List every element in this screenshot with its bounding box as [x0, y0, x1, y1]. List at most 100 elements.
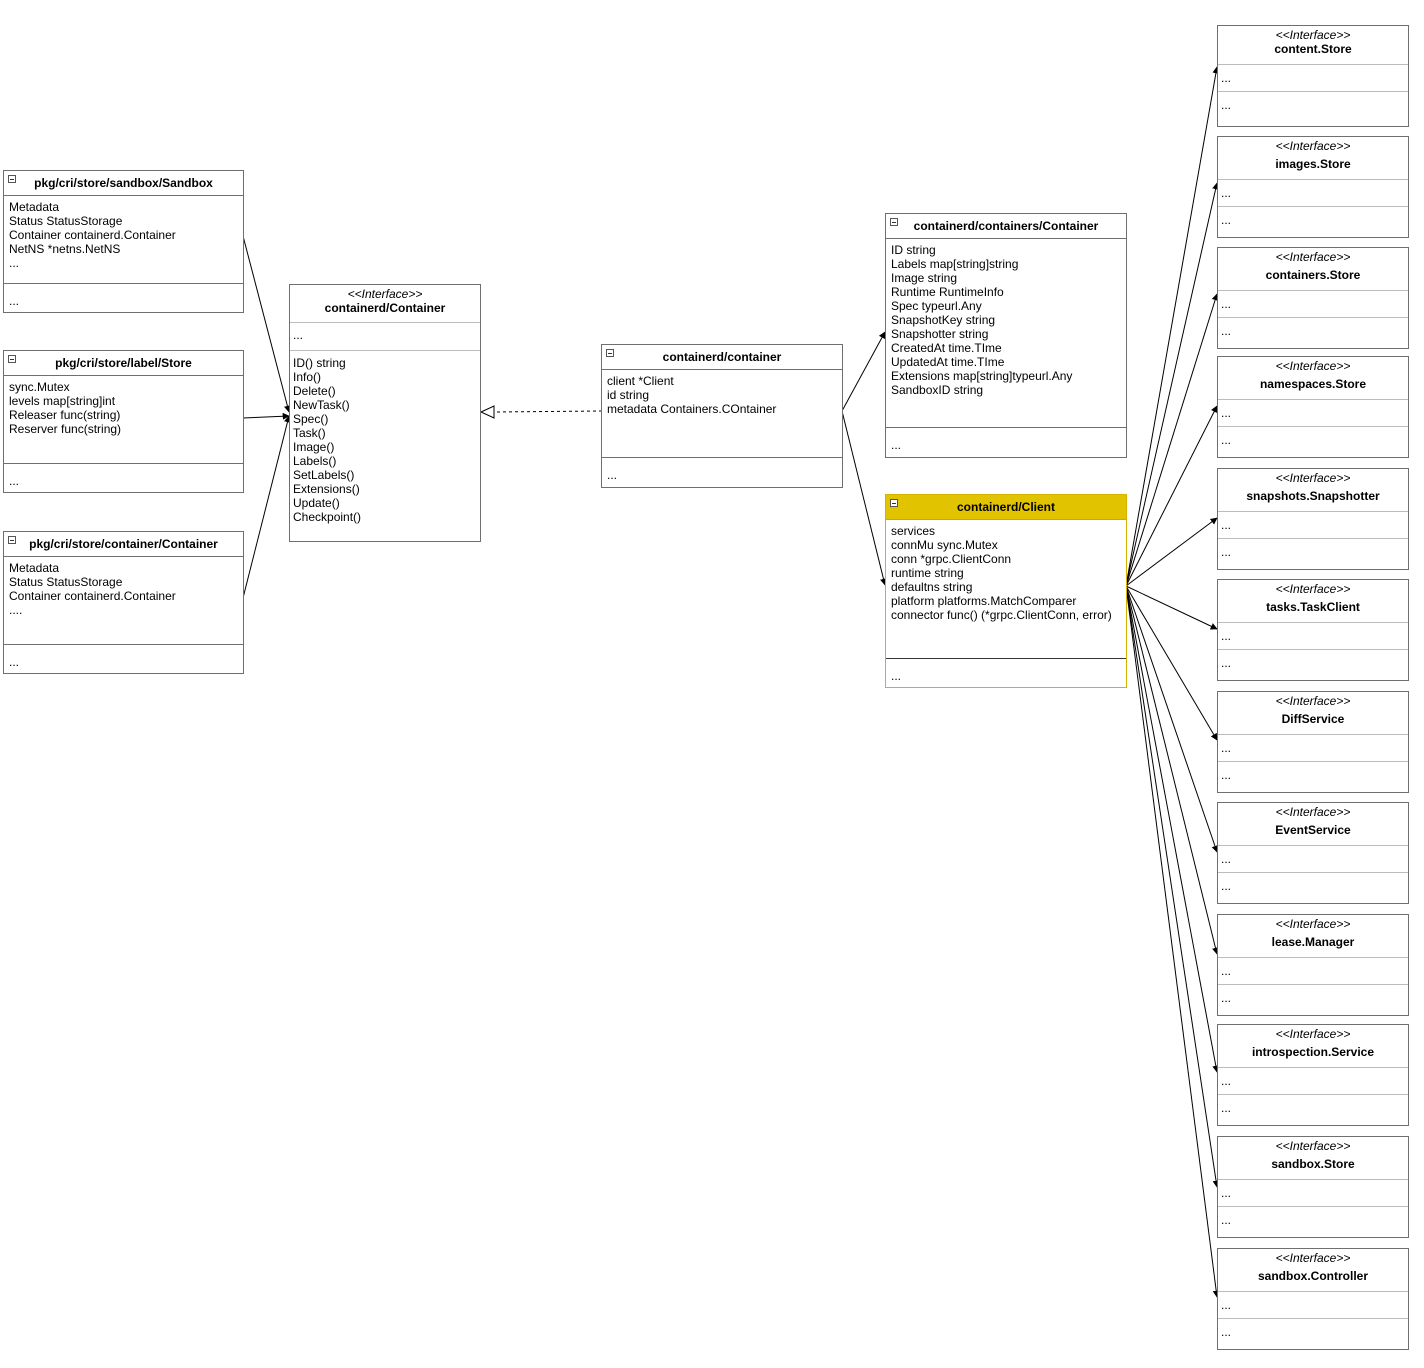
operations-section: ...	[1221, 879, 1232, 893]
sandbox-class-attributes: Metadata Status StatusStorage Container …	[4, 196, 243, 283]
collapse-icon[interactable]	[890, 499, 898, 507]
attribute: Status StatusStorage	[9, 575, 123, 589]
interface-header: <<Interface>> sandbox.Store	[1218, 1137, 1408, 1180]
interface-header: <<Interface>>snapshots.Snapshotter	[1218, 469, 1408, 512]
interface-header: <<Interface>> namespaces.Store	[1218, 357, 1408, 400]
operation: Checkpoint()	[293, 510, 362, 524]
operations-section: ...	[1221, 98, 1232, 112]
interface-header: <<Interface>>tasks.TaskClient	[1218, 580, 1408, 623]
operation: Update()	[293, 496, 340, 510]
interface-namespaces-store[interactable]: <<Interface>> namespaces.Store ... ...	[1217, 356, 1409, 458]
operations-section: ...	[1221, 768, 1232, 782]
operation: Image()	[293, 440, 335, 454]
attribute: connector func() (*grpc.ClientConn, erro…	[891, 608, 1112, 622]
containers-container-class[interactable]: containerd/containers/Container ID strin…	[885, 213, 1127, 458]
interface-name: namespaces.Store	[1259, 377, 1367, 391]
containers-container-class-header: containerd/containers/Container	[886, 214, 1126, 239]
operation: SetLabels()	[293, 468, 355, 482]
operation: ID() string	[293, 356, 346, 370]
interface-sandbox-controller[interactable]: <<Interface>>sandbox.Controller ... ...	[1217, 1248, 1409, 1350]
stereotype-label: <<Interface>>	[1275, 582, 1351, 596]
client-class[interactable]: containerd/Client services connMu sync.M…	[885, 494, 1127, 688]
attributes-section: ...	[1218, 512, 1408, 539]
operation: ...	[891, 438, 902, 452]
label-store-class-attributes: sync.Mutex levels map[string]int Release…	[4, 376, 243, 463]
interface-header: <<Interface>>lease.Manager	[1218, 915, 1408, 958]
interface-lease-manager[interactable]: <<Interface>>lease.Manager ... ...	[1217, 914, 1409, 1016]
collapse-icon[interactable]	[8, 355, 16, 363]
sandbox-class-header: pkg/cri/store/sandbox/Sandbox	[4, 171, 243, 196]
collapse-icon[interactable]	[8, 175, 16, 183]
container-store-class-header: pkg/cri/store/container/Container	[4, 532, 243, 557]
attributes-section: ...	[1218, 1068, 1408, 1095]
container-interface-title: containerd/Container	[324, 301, 446, 315]
operation: Info()	[293, 370, 322, 384]
attribute: Image string	[891, 271, 958, 285]
attribute: ...	[9, 256, 20, 270]
container-impl-class-title: containerd/container	[662, 350, 782, 364]
operations-section: ...	[1221, 656, 1232, 670]
operation: Task()	[293, 426, 326, 440]
attribute: ID string	[891, 243, 936, 257]
interface-diffservice[interactable]: <<Interface>>DiffService ... ...	[1217, 691, 1409, 793]
interface-name: sandbox.Controller	[1257, 1269, 1368, 1283]
stereotype-label: <<Interface>>	[1275, 359, 1351, 373]
interface-introspection-service[interactable]: <<Interface>> introspection.Service ... .…	[1217, 1024, 1409, 1126]
attributes-section: ...	[1218, 400, 1408, 427]
operation: ...	[891, 669, 902, 683]
edge-impl-to-client	[841, 410, 887, 586]
attribute: conn *grpc.ClientConn	[891, 552, 1012, 566]
attribute: id string	[607, 388, 650, 402]
operation: ...	[607, 468, 618, 482]
container-store-class-title: pkg/cri/store/container/Container	[29, 537, 218, 551]
stereotype-label: <<Interface>>	[1275, 805, 1351, 819]
interface-name: introspection.Service	[1251, 1045, 1375, 1059]
interface-containers-store[interactable]: <<Interface>>containers.Store ... ...	[1217, 247, 1409, 349]
collapse-icon[interactable]	[890, 218, 898, 226]
interface-sandbox-store[interactable]: <<Interface>>sandbox.Store ... ...	[1217, 1136, 1409, 1238]
attribute: ....	[9, 603, 23, 617]
attribute: Container containerd.Container	[9, 228, 176, 242]
collapse-icon[interactable]	[8, 536, 16, 544]
stereotype-label: <<Interface>>	[1275, 1139, 1351, 1153]
interface-name: snapshots.Snapshotter	[1246, 489, 1380, 503]
stereotype-label: <<Interface>>	[1275, 917, 1351, 931]
operations-section: ...	[1221, 1101, 1232, 1115]
edge-realization-container	[493, 410, 603, 413]
attribute: CreatedAt time.TIme	[891, 341, 1002, 355]
interface-content-store[interactable]: <<Interface>>content.Store ... ...	[1217, 25, 1409, 127]
attributes-section: ...	[1218, 735, 1408, 762]
operations-section: ...	[1221, 433, 1232, 447]
container-interface[interactable]: <<Interface>> containerd/Container ... I…	[289, 284, 481, 542]
client-service-edges	[1125, 66, 1220, 1298]
interface-name: images.Store	[1275, 157, 1351, 171]
label-store-class-header: pkg/cri/store/label/Store	[4, 351, 243, 376]
attribute: Runtime RuntimeInfo	[891, 285, 1004, 299]
edge-container-store-to-container-interface	[242, 415, 291, 599]
interface-tasks-taskclient[interactable]: <<Interface>>tasks.TaskClient ... ...	[1217, 579, 1409, 681]
interface-name: EventService	[1275, 823, 1351, 837]
attribute: Snapshotter string	[891, 327, 989, 341]
container-store-class-operations: ...	[4, 644, 243, 673]
attribute: Metadata	[9, 200, 60, 214]
attribute: Spec typeurl.Any	[891, 299, 982, 313]
container-impl-class[interactable]: containerd/container client *Client id s…	[601, 344, 843, 488]
collapse-icon[interactable]	[606, 349, 614, 357]
edge-sandbox-to-container-interface	[242, 235, 291, 413]
interface-images-store[interactable]: <<Interface>>images.Store ... ...	[1217, 136, 1409, 238]
sandbox-class[interactable]: pkg/cri/store/sandbox/Sandbox Metadata S…	[3, 170, 244, 313]
label-store-class[interactable]: pkg/cri/store/label/Store sync.Mutex lev…	[3, 350, 244, 493]
interface-eventservice[interactable]: <<Interface>>EventService ... ...	[1217, 802, 1409, 904]
interface-snapshots-snapshotter[interactable]: <<Interface>>snapshots.Snapshotter ... .…	[1217, 468, 1409, 570]
stereotype-label: <<Interface>>	[1275, 1027, 1351, 1041]
sandbox-class-title: pkg/cri/store/sandbox/Sandbox	[34, 176, 213, 190]
client-class-operations: ...	[886, 658, 1126, 687]
operation: Spec()	[293, 412, 329, 426]
interface-header: <<Interface>>sandbox.Controller	[1218, 1249, 1408, 1292]
interface-header: <<Interface>>containers.Store	[1218, 248, 1408, 291]
container-store-class[interactable]: pkg/cri/store/container/Container Metada…	[3, 531, 244, 674]
containers-container-class-attributes: ID string Labels map[string]string Image…	[886, 239, 1126, 427]
operations-section: ...	[1221, 991, 1232, 1005]
attribute: ...	[293, 328, 304, 342]
interface-name: sandbox.Store	[1271, 1157, 1355, 1171]
